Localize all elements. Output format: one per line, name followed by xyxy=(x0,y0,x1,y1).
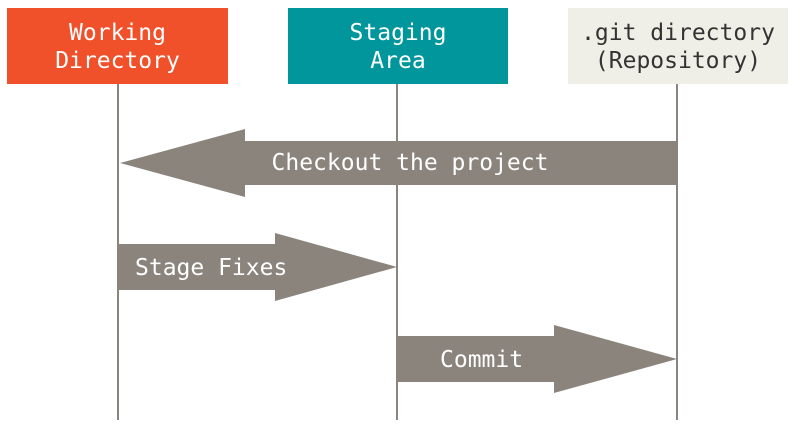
repository-header: .git directory (Repository) xyxy=(568,8,788,84)
repository-label-line2: (Repository) xyxy=(595,48,761,74)
working-directory-box xyxy=(7,8,228,84)
commit-arrow: Commit xyxy=(398,325,677,393)
staging-area-box xyxy=(288,8,508,84)
repository-label-line1: .git directory xyxy=(581,20,775,46)
commit-arrow-label: Commit xyxy=(440,347,523,373)
working-directory-header: Working Directory xyxy=(7,8,228,84)
staging-area-label-line1: Staging xyxy=(350,20,447,46)
checkout-arrow-label: Checkout the project xyxy=(272,150,549,176)
stage-fixes-arrow-shape xyxy=(119,233,397,301)
stage-fixes-arrow-label: Stage Fixes xyxy=(135,255,287,281)
stage-fixes-arrow: Stage Fixes xyxy=(119,233,397,301)
staging-area-label-line2: Area xyxy=(370,48,425,74)
commit-arrow-shape xyxy=(398,325,677,393)
staging-area-header: Staging Area xyxy=(288,8,508,84)
checkout-arrow: Checkout the project xyxy=(120,129,677,197)
repository-box xyxy=(568,8,788,84)
working-directory-label-line2: Directory xyxy=(55,48,180,74)
working-directory-label-line1: Working xyxy=(69,20,166,46)
checkout-arrow-shape xyxy=(120,129,677,197)
